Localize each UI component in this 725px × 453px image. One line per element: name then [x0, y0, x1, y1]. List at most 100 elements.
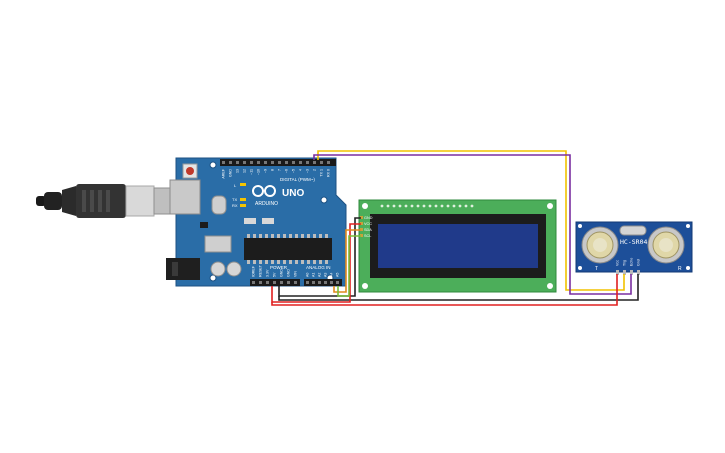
power-jack[interactable]: [166, 258, 200, 280]
capacitor: [210, 261, 226, 277]
lcd-pad: [434, 204, 438, 208]
digital-pin[interactable]: [243, 161, 246, 164]
digital-pin[interactable]: [257, 161, 260, 164]
analog-pin-label: A0: [306, 273, 310, 277]
power-pin[interactable]: [294, 281, 297, 284]
analog-pin-label: A4: [330, 273, 334, 277]
analog-pin[interactable]: [318, 281, 321, 284]
analog-pin[interactable]: [312, 281, 315, 284]
digital-pin[interactable]: [229, 161, 232, 164]
chip-pin: [313, 234, 316, 238]
digital-pin[interactable]: [222, 161, 225, 164]
led-label-l: L: [234, 183, 237, 188]
digital-pin[interactable]: [250, 161, 253, 164]
digital-pin[interactable]: [292, 161, 295, 164]
sensor-pin-label: Echo: [630, 258, 634, 266]
usb-port[interactable]: [169, 179, 201, 215]
sensor-pin[interactable]: [637, 270, 640, 275]
sensor-side-r: R: [678, 266, 682, 272]
digital-pin-label: ~9: [264, 169, 268, 173]
digital-pin-label: AREF: [222, 168, 226, 178]
chip-pin: [277, 260, 280, 264]
wire-red-5v-sensor[interactable]: [271, 274, 618, 306]
arduino-logo: ARDUINO: [252, 185, 278, 207]
lcd-pad: [392, 204, 396, 208]
digital-pin-label: GND: [229, 169, 233, 177]
lcd-pad: [398, 204, 402, 208]
sensor-pin[interactable]: [623, 270, 626, 275]
wire-yellow-trig[interactable]: [317, 150, 625, 291]
analog-pin-label: A1: [312, 273, 316, 277]
digital-pin[interactable]: [327, 161, 330, 164]
lcd-pin[interactable]: [360, 228, 363, 231]
analog-pin[interactable]: [324, 281, 327, 284]
digital-pin[interactable]: [285, 161, 288, 164]
lcd-pad: [380, 204, 384, 208]
lcd-pad: [470, 204, 474, 208]
digital-pin[interactable]: [271, 161, 274, 164]
lcd-pin[interactable]: [360, 234, 363, 237]
wire-orange-sda[interactable]: [333, 229, 361, 293]
digital-pin[interactable]: [320, 161, 323, 164]
brand-label: UNO: [282, 188, 304, 199]
chip-pin: [271, 260, 274, 264]
power-pin[interactable]: [252, 281, 255, 284]
digital-pin[interactable]: [278, 161, 281, 164]
maker-label: ARDUINO: [255, 201, 278, 207]
digital-pin-label: TX 1: [320, 169, 324, 177]
analog-header-label: ANALOG IN: [306, 265, 331, 270]
digital-pin[interactable]: [299, 161, 302, 164]
analog-header[interactable]: [304, 279, 342, 286]
chip-pin: [301, 260, 304, 264]
transmitter-transducer: [581, 226, 619, 264]
digital-pin-label: ~10: [257, 169, 261, 175]
digital-pin[interactable]: [306, 161, 309, 164]
power-pin[interactable]: [273, 281, 276, 284]
status-leds: L TX RX: [232, 183, 246, 208]
chip-pin: [325, 234, 328, 238]
digital-pin-label: 2: [313, 169, 317, 171]
power-header-label: POWER: [270, 265, 288, 270]
digital-pin[interactable]: [313, 161, 316, 164]
wire-black-gnd-sensor[interactable]: [278, 274, 639, 301]
chip-pin: [277, 234, 280, 238]
digital-pin-label: RX 0: [327, 169, 331, 177]
wire-green-scl[interactable]: [337, 235, 361, 297]
lcd-pin[interactable]: [360, 222, 363, 225]
digital-pin-label: 4: [299, 169, 303, 171]
chip-pin: [253, 260, 256, 264]
power-pin-label: IOREF: [252, 265, 256, 277]
power-pin-label: VIN: [294, 271, 298, 277]
lcd-pin[interactable]: [360, 216, 363, 219]
digital-pin-label: 12: [243, 169, 247, 173]
analog-pin[interactable]: [336, 281, 339, 284]
chip-pin: [283, 234, 286, 238]
sensor-pin[interactable]: [616, 270, 619, 275]
digital-pin[interactable]: [236, 161, 239, 164]
wire-black-gnd[interactable]: [278, 217, 361, 297]
chip-pin: [301, 234, 304, 238]
digital-pin[interactable]: [264, 161, 267, 164]
wire-red-5v[interactable]: [271, 223, 361, 303]
power-pin[interactable]: [287, 281, 290, 284]
digital-pin-label: 13: [236, 169, 240, 173]
digital-pin-label: ~3: [306, 169, 310, 173]
analog-pin[interactable]: [330, 281, 333, 284]
power-pin-label: RESET: [259, 264, 263, 277]
digital-pin-label: ~11: [250, 169, 254, 175]
analog-pin[interactable]: [306, 281, 309, 284]
power-pin[interactable]: [259, 281, 262, 284]
led-label-tx: TX: [232, 197, 237, 202]
wire-purple-echo[interactable]: [313, 154, 632, 295]
digital-pin-label: 7: [278, 169, 282, 171]
power-pin[interactable]: [266, 281, 269, 284]
power-pin[interactable]: [280, 281, 283, 284]
lcd-pin-label: SDA: [364, 228, 372, 232]
sensor-pin[interactable]: [630, 270, 633, 275]
chip-pin: [307, 260, 310, 264]
lcd-pin-label: VCC: [364, 222, 372, 226]
lcd-pad: [404, 204, 408, 208]
